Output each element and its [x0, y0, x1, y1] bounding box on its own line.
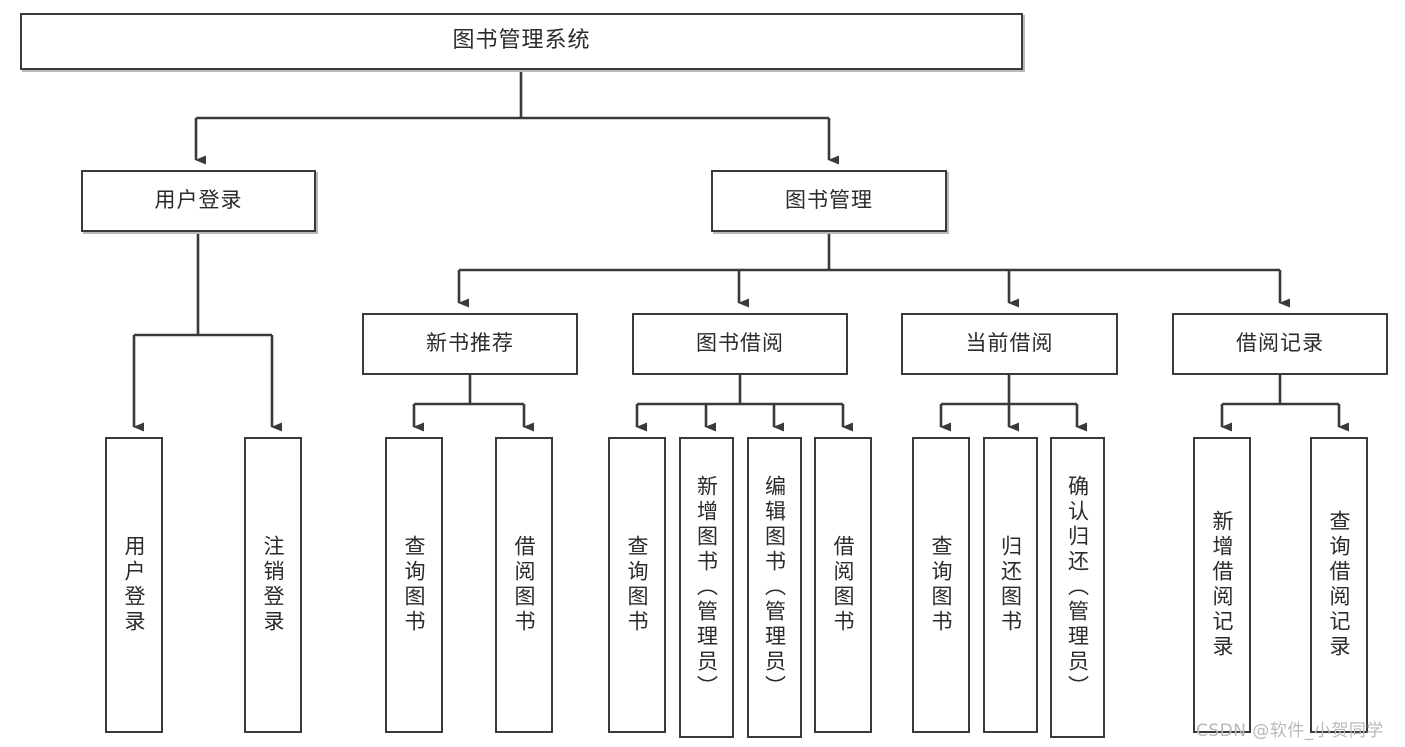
node-leaf-query-book-1[interactable]: 查询图书 — [385, 437, 443, 733]
node-book-borrow-label: 图书借阅 — [696, 331, 784, 356]
node-borrow-record[interactable]: 借阅记录 — [1172, 313, 1388, 375]
csdn-watermark: CSDN @软件_小贺同学 — [1196, 721, 1384, 741]
node-leaf-return-book[interactable]: 归还图书 — [983, 437, 1038, 733]
node-root-system-label: 图书管理系统 — [452, 28, 591, 54]
node-leaf-query-book-1-label: 查询图书 — [402, 535, 427, 635]
node-leaf-borrow-book-2[interactable]: 借阅图书 — [814, 437, 872, 733]
node-new-book-recommend[interactable]: 新书推荐 — [362, 313, 578, 375]
node-leaf-borrow-book-1-label: 借阅图书 — [512, 535, 537, 635]
node-leaf-query-record[interactable]: 查询借阅记录 — [1310, 437, 1368, 733]
node-leaf-query-book-3[interactable]: 查询图书 — [912, 437, 970, 733]
node-current-borrow[interactable]: 当前借阅 — [901, 313, 1118, 375]
node-leaf-add-record[interactable]: 新增借阅记录 — [1193, 437, 1251, 733]
node-root-system[interactable]: 图书管理系统 — [20, 13, 1023, 70]
node-leaf-confirm-return[interactable]: 确认归还（管理员） — [1050, 437, 1105, 738]
node-leaf-confirm-return-label: 确认归还（管理员） — [1065, 475, 1090, 700]
node-book-manage[interactable]: 图书管理 — [711, 170, 947, 232]
node-leaf-borrow-book-1[interactable]: 借阅图书 — [495, 437, 553, 733]
node-leaf-query-book-3-label: 查询图书 — [929, 535, 954, 635]
node-current-borrow-label: 当前借阅 — [965, 331, 1054, 356]
node-leaf-add-book[interactable]: 新增图书（管理员） — [679, 437, 734, 738]
node-user-login-label: 用户登录 — [154, 188, 243, 213]
node-leaf-user-logout[interactable]: 注销登录 — [244, 437, 302, 733]
node-leaf-query-book-2-label: 查询图书 — [625, 535, 650, 635]
node-user-login[interactable]: 用户登录 — [81, 170, 316, 232]
node-leaf-borrow-book-2-label: 借阅图书 — [831, 535, 856, 635]
node-new-book-recommend-label: 新书推荐 — [426, 331, 514, 356]
node-leaf-edit-book[interactable]: 编辑图书（管理员） — [747, 437, 802, 738]
node-book-borrow[interactable]: 图书借阅 — [632, 313, 848, 375]
node-leaf-query-record-label: 查询借阅记录 — [1327, 510, 1352, 660]
node-leaf-query-book-2[interactable]: 查询图书 — [608, 437, 666, 733]
node-leaf-user-login[interactable]: 用户登录 — [105, 437, 163, 733]
node-leaf-add-record-label: 新增借阅记录 — [1210, 510, 1235, 660]
node-leaf-user-logout-label: 注销登录 — [261, 535, 286, 635]
node-borrow-record-label: 借阅记录 — [1236, 331, 1324, 356]
node-leaf-add-book-label: 新增图书（管理员） — [694, 475, 719, 700]
node-leaf-return-book-label: 归还图书 — [998, 535, 1023, 635]
node-leaf-user-login-label: 用户登录 — [122, 535, 147, 635]
node-leaf-edit-book-label: 编辑图书（管理员） — [762, 475, 787, 700]
node-book-manage-label: 图书管理 — [785, 188, 873, 213]
